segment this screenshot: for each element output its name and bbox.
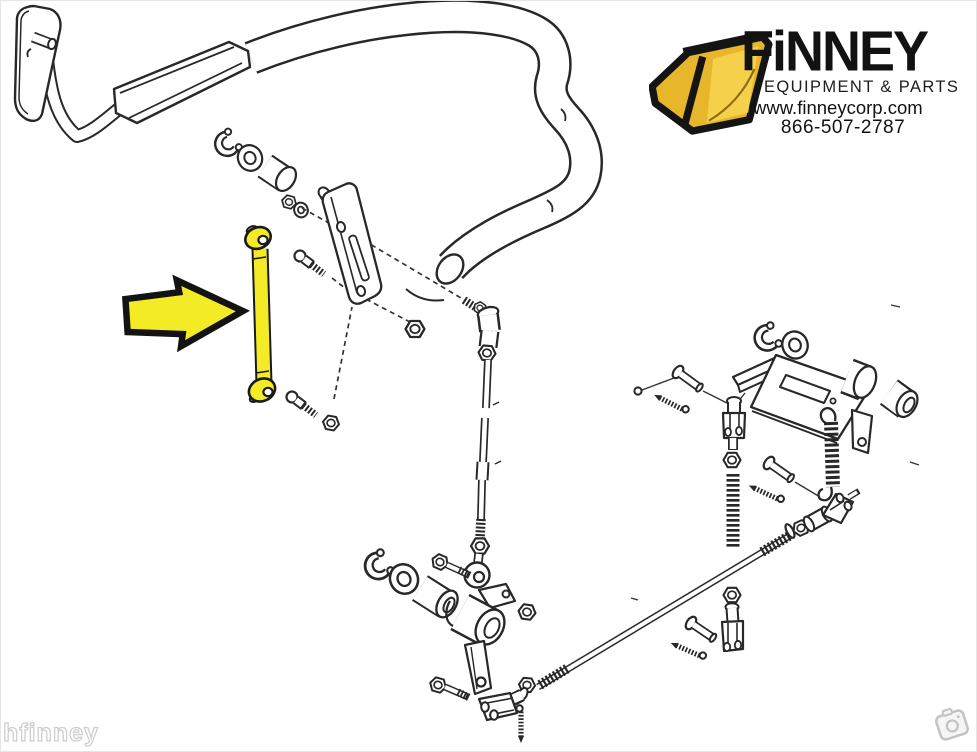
clevis-bolt <box>427 675 472 702</box>
rod-nut <box>469 537 491 555</box>
seller-watermark: hfinney <box>2 718 99 747</box>
pivot-arm <box>850 408 874 455</box>
return-spring <box>817 407 840 502</box>
camera-icon <box>935 707 969 741</box>
leader-lines <box>301 207 462 400</box>
pedal-plate <box>13 4 62 123</box>
mounting-bracket <box>317 182 383 305</box>
logo-tagline-text: EQUIPMENT & PARTS <box>764 78 960 96</box>
clevis-pin-lower <box>684 615 719 645</box>
stud-nut-lower <box>320 413 342 433</box>
ball-stud-upper <box>293 249 327 277</box>
clevis-nut-lower <box>722 586 742 604</box>
adjusting-rod <box>475 359 502 539</box>
clevis-nut-right <box>722 451 742 469</box>
support-plate <box>749 353 872 444</box>
highlighted-link <box>244 225 277 403</box>
pedal-rod <box>39 49 126 143</box>
clevis-pin-upper <box>670 364 705 395</box>
handle-grip <box>112 40 252 125</box>
retaining-ring-right <box>748 319 785 357</box>
highlight-arrow <box>122 274 251 353</box>
rod-washer <box>784 523 796 539</box>
logo-website-text: www.finneycorp.com <box>753 97 923 118</box>
bushing-right <box>879 379 919 419</box>
plate-roller <box>840 358 878 401</box>
loader-bucket-icon <box>649 31 773 135</box>
leader-dot <box>633 386 643 396</box>
bellcrank-nut <box>516 602 538 622</box>
ball-stud-lower <box>285 390 319 418</box>
bushing-lower <box>412 575 459 619</box>
bellcrank <box>445 582 517 696</box>
clevis-pin-mid <box>762 455 797 485</box>
rod-clevis <box>821 488 861 525</box>
hex-nut-center <box>404 319 426 339</box>
pin-leaders <box>630 304 920 601</box>
clevis-front <box>477 686 529 722</box>
bushing-upper <box>257 154 298 193</box>
control-rod <box>536 531 793 691</box>
logo-phone-text: 866-507-2787 <box>780 117 906 138</box>
cotter-pin-upper <box>653 391 690 415</box>
cotter-pin-mid <box>748 481 785 504</box>
cotter-pin-lower <box>670 639 708 661</box>
finney-logo: FiNNEY EQUIPMENT & PARTS www.finneycorp.… <box>641 20 960 145</box>
handle-tube <box>244 1 603 302</box>
cotter-pin-front <box>516 705 524 743</box>
pedal-pin <box>31 31 57 51</box>
logo-brand-text: FiNNEY <box>741 20 929 84</box>
rod-end-eye <box>463 553 491 589</box>
pivot-bolt <box>428 551 473 580</box>
clevis-right-upper <box>721 396 747 450</box>
clevis-right-lower <box>720 602 745 653</box>
ball-joint-nut <box>476 344 498 362</box>
ball-joint <box>461 296 501 349</box>
